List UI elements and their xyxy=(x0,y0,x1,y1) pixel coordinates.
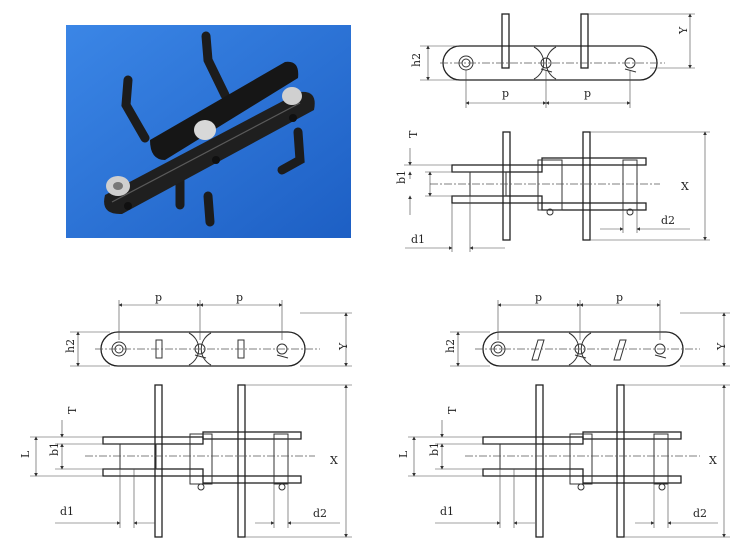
label-x: X xyxy=(709,454,717,467)
label-p2: p xyxy=(236,291,243,304)
label-t: T xyxy=(407,130,420,138)
label-t: T xyxy=(446,406,459,414)
label-d2: d2 xyxy=(693,507,707,520)
label-d1: d1 xyxy=(60,505,74,518)
label-h2: h2 xyxy=(410,53,423,67)
label-l: L xyxy=(397,450,410,458)
label-b1: b1 xyxy=(428,442,441,456)
bottom-right-plan-view: T L b1 X d1 d2 xyxy=(397,384,730,538)
label-d1: d1 xyxy=(411,233,425,246)
label-p1: p xyxy=(155,291,162,304)
label-y: Y xyxy=(677,26,690,35)
label-p2: p xyxy=(616,291,623,304)
label-d2: d2 xyxy=(313,507,327,520)
top-right-plan-view: T b1 X d1 d2 xyxy=(395,130,710,252)
label-h2: h2 xyxy=(444,339,457,353)
label-x: X xyxy=(330,454,338,467)
label-p1: p xyxy=(502,87,509,100)
bottom-left-plan-view: T L b1 X d1 d2 xyxy=(19,384,352,538)
label-t: T xyxy=(66,406,79,414)
label-d1: d1 xyxy=(440,505,454,518)
label-y: Y xyxy=(715,342,728,351)
label-p1: p xyxy=(535,291,542,304)
top-right-side-view: h2 Y p p xyxy=(410,13,695,108)
label-h2: h2 xyxy=(64,339,77,353)
label-d2: d2 xyxy=(661,214,675,227)
bottom-right-side-view: h2 Y p p xyxy=(444,291,730,367)
label-l: L xyxy=(19,450,32,458)
chain-photo xyxy=(66,25,351,238)
label-y: Y xyxy=(337,342,350,351)
bottom-left-side-view: h2 Y p p xyxy=(64,291,352,367)
label-b1: b1 xyxy=(48,442,61,456)
label-b1: b1 xyxy=(395,170,408,184)
label-x: X xyxy=(681,180,689,193)
label-p2: p xyxy=(584,87,591,100)
